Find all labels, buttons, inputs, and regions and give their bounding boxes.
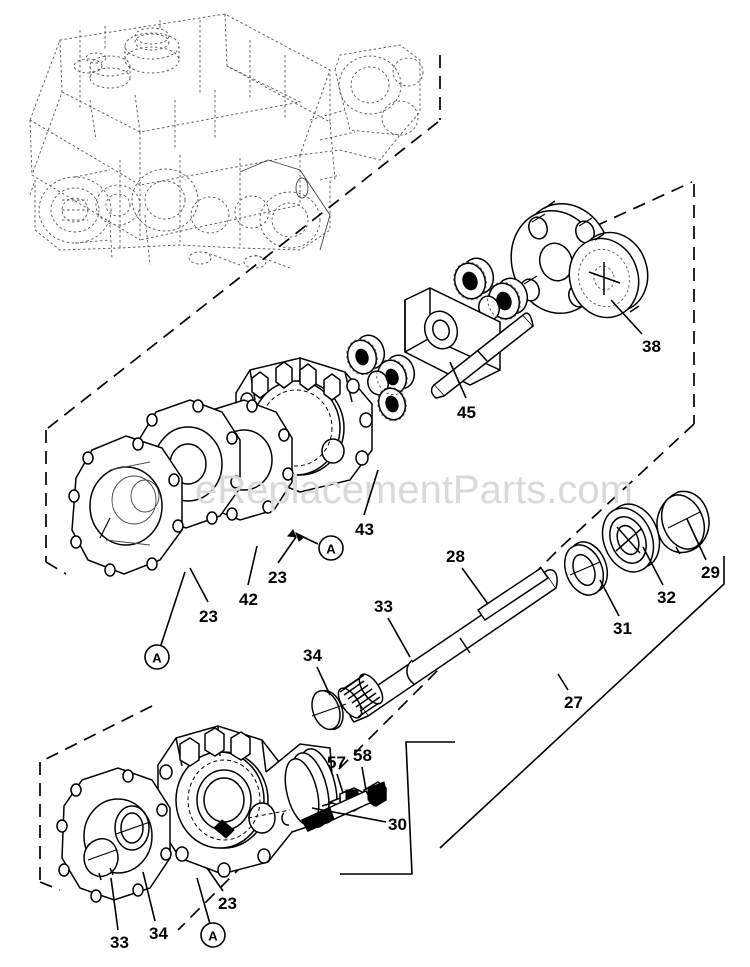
lower-left-foot	[39, 881, 61, 891]
housing-group-bracket-30	[340, 741, 455, 875]
reference-marker-a-3: A	[200, 922, 226, 948]
lower-left-diag	[39, 705, 153, 763]
part-28-shaft	[348, 566, 558, 723]
part-29-snap-ring	[656, 490, 710, 555]
reference-marker-a-2: A	[144, 644, 170, 670]
callout-57: 57	[327, 753, 346, 772]
reference-marker-a-1: A	[318, 535, 344, 561]
cover-gasket-assembly	[68, 357, 373, 577]
callout-32: 32	[657, 588, 676, 607]
lower-housing-assembly	[56, 725, 387, 903]
callout-45: 45	[457, 403, 476, 422]
upper-engine-housing-illustration	[29, 13, 424, 269]
shaft-group-bracket-27	[439, 556, 725, 849]
reference-markers: A A A	[144, 535, 344, 948]
callout-23-a: 23	[268, 568, 287, 587]
watermark: eReplacementParts.com	[195, 468, 633, 512]
middle-left-foot	[45, 561, 67, 575]
callout-33-a: 33	[374, 597, 393, 616]
part-33-spline	[337, 673, 384, 719]
part-32-bearing	[601, 503, 661, 573]
callout-23-b: 23	[199, 607, 218, 626]
callout-23-c: 23	[218, 894, 237, 913]
callout-33-b: 33	[110, 933, 129, 952]
callout-29: 29	[701, 563, 720, 582]
callout-34-a: 34	[303, 646, 322, 665]
callout-28: 28	[446, 547, 465, 566]
callout-31: 31	[613, 619, 632, 638]
callout-43: 43	[355, 520, 374, 539]
part-23-gasket-left	[68, 435, 184, 577]
part-33-ring-lower	[83, 837, 119, 881]
callout-58: 58	[353, 746, 372, 765]
callout-42: 42	[239, 590, 258, 609]
right-group-lower-diag	[559, 423, 695, 549]
callout-34-b: 34	[149, 924, 168, 943]
part-30-housing	[154, 725, 338, 878]
part-23-gasket-lower	[56, 767, 172, 903]
callout-27: 27	[564, 693, 583, 712]
svg-text:A: A	[152, 651, 162, 666]
callout-numbers: 38 45 43 23 42 23 28 33 34 31 32 29 27 5…	[110, 337, 720, 952]
callout-30: 30	[388, 815, 407, 834]
callout-38: 38	[642, 337, 661, 356]
pump-gear-assembly	[346, 200, 649, 422]
output-shaft-assembly	[311, 490, 710, 731]
callout-leader-lines	[110, 299, 707, 931]
bracket-lines	[340, 556, 725, 875]
svg-text:A: A	[208, 929, 218, 944]
part-45-shaft	[430, 312, 535, 399]
svg-text:A: A	[326, 542, 336, 557]
